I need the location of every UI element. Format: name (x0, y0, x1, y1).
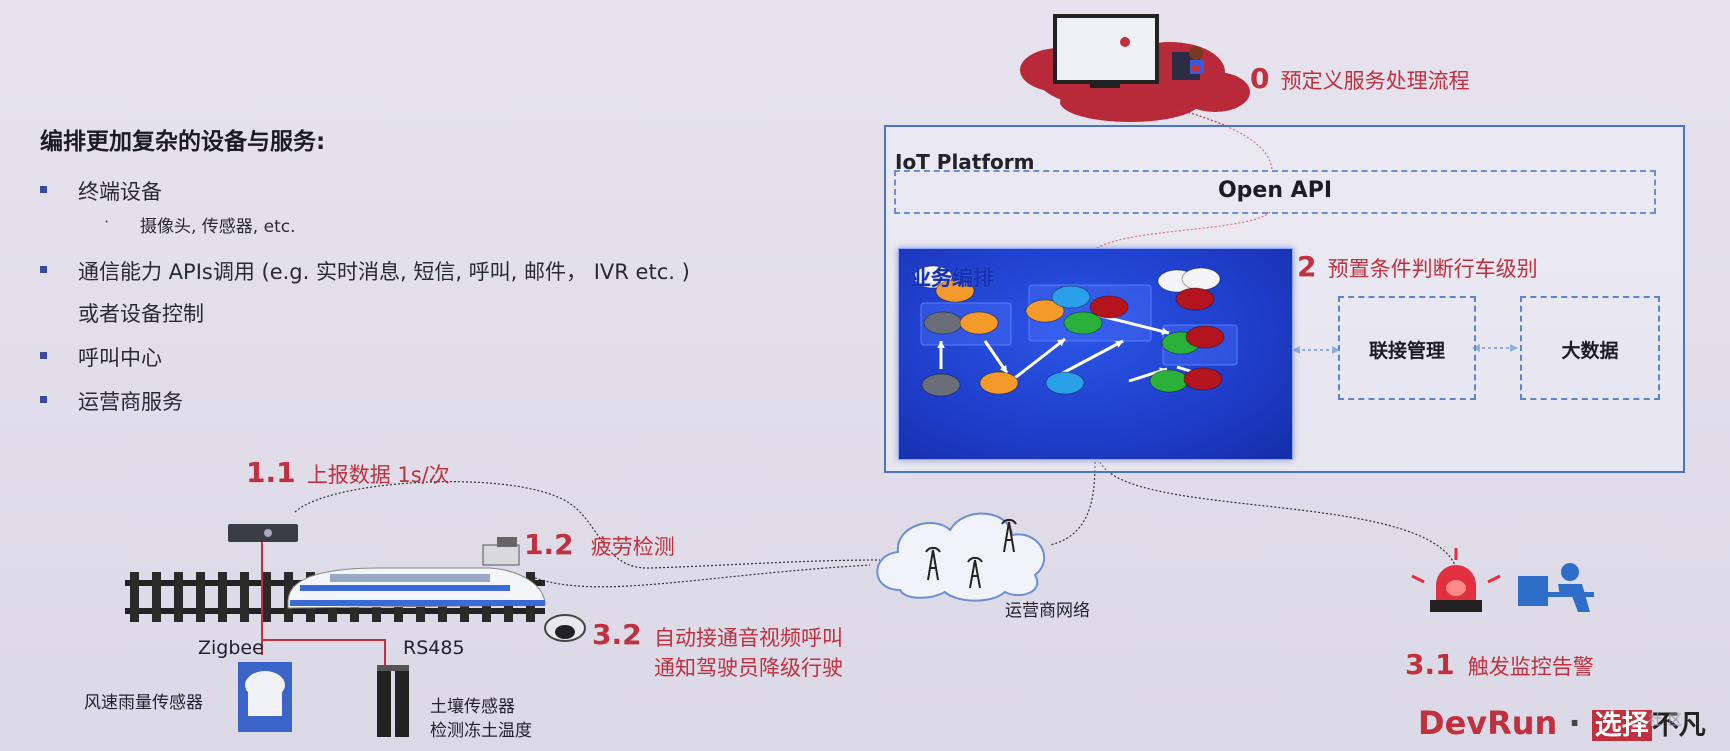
alarm-light-icon (1411, 548, 1501, 612)
flow-node (1149, 369, 1189, 393)
flow-node (1183, 367, 1223, 391)
flow-node (923, 311, 963, 335)
flow-node (935, 279, 975, 303)
open-api-label: Open API (1217, 178, 1333, 203)
flow-node (1181, 267, 1221, 291)
flow-node (1175, 287, 1215, 311)
orch-conn-arrow (1292, 346, 1340, 354)
train-to-network-link (534, 564, 871, 588)
flow-node (1045, 371, 1085, 395)
flow-node (1089, 295, 1129, 319)
step-0: 0 预定义服务处理流程 (1250, 62, 1470, 95)
step-2: 2 预置条件判断行车级别 (1297, 250, 1538, 283)
step-3-2: 3.2 (592, 618, 642, 651)
train-icon (287, 567, 546, 609)
orchestration-panel (898, 248, 1293, 460)
radio-tower-icon (925, 518, 1017, 589)
watermark: 社区 (1648, 713, 1688, 729)
soil-sensor-icon (377, 665, 409, 737)
flow-node (1185, 325, 1225, 349)
rs485-label: RS485 (403, 637, 465, 659)
flow-arrowhead (1057, 339, 1065, 347)
flow-node (921, 373, 961, 397)
flow-node (1051, 285, 1091, 309)
operator-person-icon (1172, 46, 1204, 80)
zigbee-label: Zigbee (198, 637, 264, 659)
open-api-box (894, 170, 1656, 214)
orchestration-to-network-link (1049, 461, 1096, 546)
rail-sensor-device-icon (228, 524, 298, 542)
flow-arrowhead (1115, 340, 1123, 348)
step-1-1: 1.1 上报数据 1s/次 (246, 456, 450, 489)
soil-sensor-label-2: 检测冻土温度 (430, 721, 532, 741)
carrier-network-label: 运营商网络 (1005, 601, 1090, 621)
step-1-2: 1.2 疲劳检测 (524, 528, 675, 561)
sensor-to-network-link (294, 481, 881, 569)
sub-bullet-dot: · (104, 212, 110, 231)
big-data-label: 大数据 (1561, 340, 1619, 362)
monitoring-operator-icon (1518, 563, 1594, 612)
flow-arrowhead (937, 341, 945, 349)
orchestration-to-alarm-link (1099, 461, 1456, 566)
connection-management-label: 联接管理 (1368, 340, 1445, 362)
connection-management-box (1338, 296, 1476, 400)
network-cloud-icon (876, 512, 1046, 602)
devrun-logo: DevRun · 选择不凡 (1418, 704, 1706, 742)
wind-rain-sensor-label: 风速雨量传感器 (84, 693, 203, 713)
monitor-icon (1053, 14, 1159, 88)
flow-node (1063, 311, 1103, 335)
flow-arrow (1010, 337, 1066, 383)
api-to-orchestration-link (1094, 211, 1271, 251)
wind-rain-sensor-icon (238, 662, 292, 732)
flow-arrowhead (1161, 327, 1169, 336)
flow-arrow (1058, 339, 1124, 377)
step-3-2-line2: 通知驾驶员降级行驶 (654, 656, 843, 680)
left-panel-title: 编排更加复杂的设备与服务: (40, 129, 326, 155)
orchestration-label: 业务编排 (910, 266, 994, 290)
step-3-2-line1: 自动接通音视频呼叫 (654, 626, 843, 650)
conn-bigdata-arrow (1472, 344, 1518, 352)
flow-node (959, 311, 999, 335)
soil-sensor-label-1: 土壤传感器 (430, 697, 515, 717)
flow-arrowhead (999, 365, 1007, 373)
cloud-to-api-link (1164, 105, 1273, 171)
flow-node (979, 371, 1019, 395)
flow-node (1025, 299, 1065, 323)
sub-item: 摄像头, 传感器, etc. (140, 217, 296, 237)
step-3-1: 3.1 触发监控告警 (1405, 648, 1594, 681)
orchestration-flow (913, 265, 1238, 397)
camera-icon (482, 537, 520, 566)
big-data-box (1520, 296, 1660, 400)
dome-camera-icon (544, 614, 586, 642)
flow-node (913, 265, 953, 289)
